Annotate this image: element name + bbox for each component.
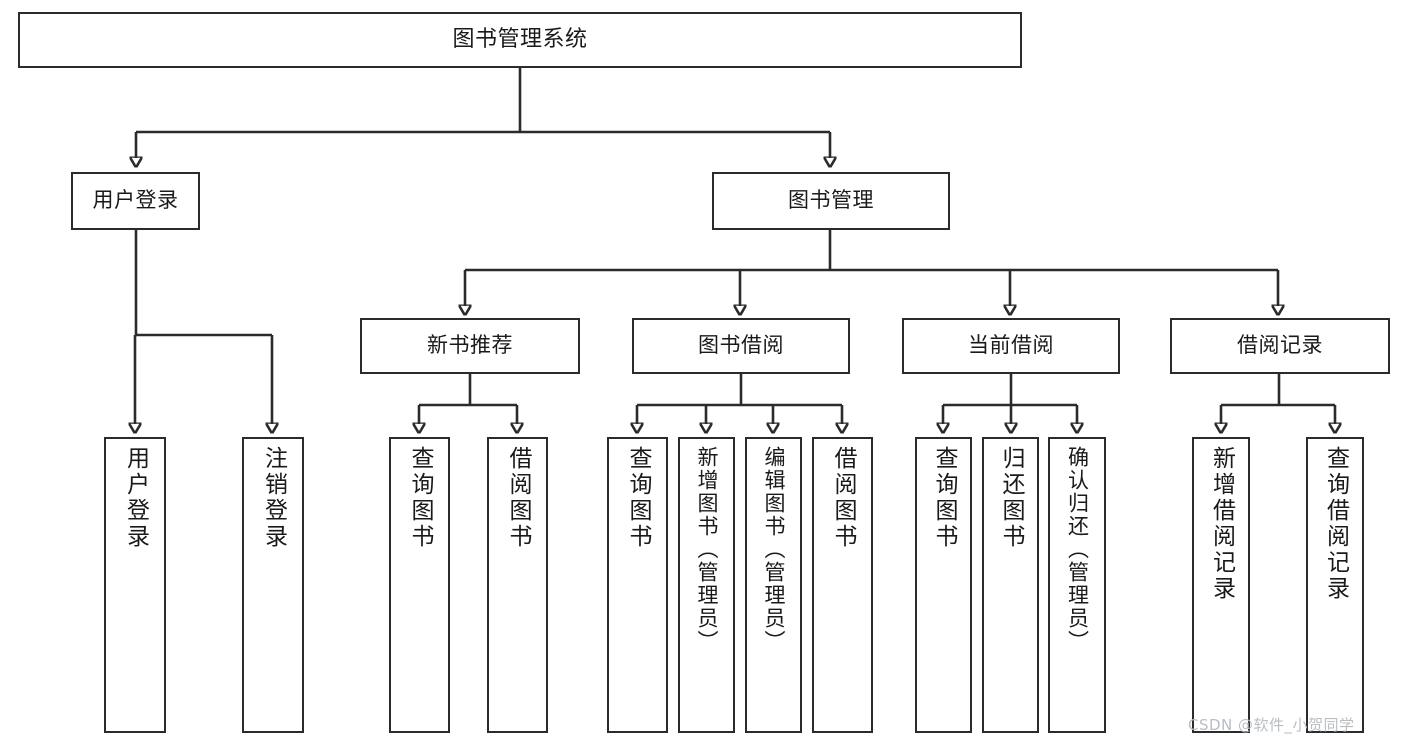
node-user-login[interactable]: 用户登录 — [71, 172, 200, 230]
node-leaf-add-book[interactable]: 新增图书（管理员） — [678, 437, 735, 733]
node-leaf-add-record-label: 新增借阅记录 — [1208, 446, 1235, 602]
node-leaf-borrow-book-1-label: 借阅图书 — [505, 446, 531, 550]
node-leaf-return-book-label: 归还图书 — [998, 446, 1024, 550]
node-current-borrow-label: 当前借阅 — [968, 333, 1054, 358]
node-new-book-rec-label: 新书推荐 — [427, 333, 513, 358]
node-leaf-user-logout[interactable]: 注销登录 — [242, 437, 304, 733]
node-leaf-query-book-1[interactable]: 查询图书 — [389, 437, 450, 733]
node-leaf-borrow-book-2-label: 借阅图书 — [830, 446, 856, 550]
node-new-book-rec[interactable]: 新书推荐 — [360, 318, 580, 374]
node-leaf-user-logout-label: 注销登录 — [260, 446, 287, 550]
node-root[interactable]: 图书管理系统 — [18, 12, 1022, 68]
node-user-login-label: 用户登录 — [92, 188, 179, 213]
watermark: CSDN @软件_小贺同学 — [1188, 716, 1355, 734]
node-leaf-confirm-return[interactable]: 确认归还（管理员） — [1048, 437, 1106, 733]
node-leaf-query-record-label: 查询借阅记录 — [1322, 446, 1349, 602]
node-leaf-add-book-label: 新增图书（管理员） — [695, 446, 719, 653]
node-book-borrow-label: 图书借阅 — [698, 333, 784, 358]
node-borrow-record[interactable]: 借阅记录 — [1170, 318, 1390, 374]
node-leaf-query-book-3-label: 查询图书 — [931, 446, 957, 550]
node-leaf-edit-book[interactable]: 编辑图书（管理员） — [745, 437, 802, 733]
node-leaf-add-record[interactable]: 新增借阅记录 — [1192, 437, 1250, 733]
node-book-manage-label: 图书管理 — [788, 188, 874, 213]
node-leaf-query-book-1-label: 查询图书 — [407, 446, 433, 550]
node-leaf-edit-book-label: 编辑图书（管理员） — [762, 446, 786, 653]
node-leaf-confirm-return-label: 确认归还（管理员） — [1065, 446, 1090, 653]
node-leaf-user-login-label: 用户登录 — [122, 446, 149, 550]
node-root-label: 图书管理系统 — [452, 26, 588, 52]
node-borrow-record-label: 借阅记录 — [1237, 333, 1323, 358]
node-leaf-borrow-book-1[interactable]: 借阅图书 — [487, 437, 548, 733]
node-leaf-user-login[interactable]: 用户登录 — [104, 437, 166, 733]
node-leaf-return-book[interactable]: 归还图书 — [982, 437, 1039, 733]
node-leaf-borrow-book-2[interactable]: 借阅图书 — [812, 437, 873, 733]
node-leaf-query-book-2[interactable]: 查询图书 — [607, 437, 668, 733]
node-leaf-query-book-3[interactable]: 查询图书 — [915, 437, 972, 733]
node-book-borrow[interactable]: 图书借阅 — [632, 318, 850, 374]
node-leaf-query-record[interactable]: 查询借阅记录 — [1306, 437, 1364, 733]
node-book-manage[interactable]: 图书管理 — [712, 172, 950, 230]
node-current-borrow[interactable]: 当前借阅 — [902, 318, 1120, 374]
node-leaf-query-book-2-label: 查询图书 — [625, 446, 651, 550]
